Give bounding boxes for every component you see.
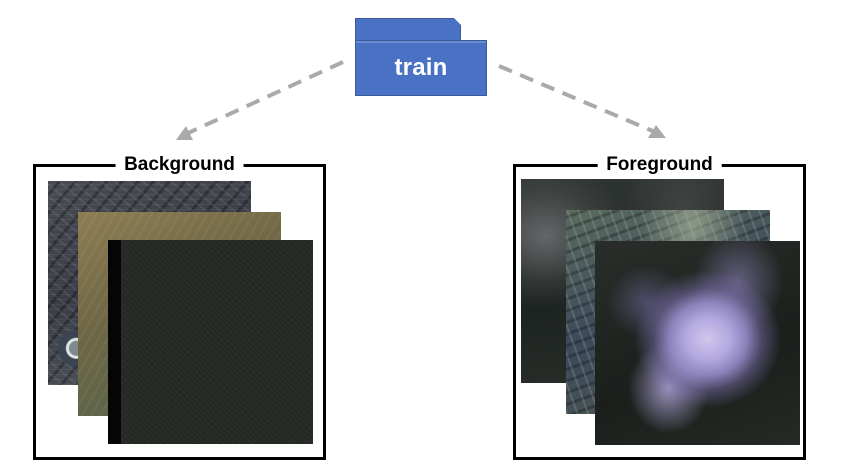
background-title: Background xyxy=(115,153,244,177)
train-folder[interactable]: train xyxy=(355,18,487,96)
arrowhead-background xyxy=(176,126,193,140)
foreground-group: Foreground xyxy=(513,153,806,460)
arrow-to-background xyxy=(185,60,344,136)
foreground-image-3 xyxy=(595,241,800,445)
arrow-to-foreground xyxy=(498,64,656,134)
folder-label: train xyxy=(394,54,448,81)
folder-icon: train xyxy=(355,40,487,96)
background-group: Background xyxy=(33,153,326,460)
foreground-title: Foreground xyxy=(597,153,722,177)
folder-tab xyxy=(355,18,461,42)
background-image-3 xyxy=(108,240,313,444)
arrowhead-foreground xyxy=(648,125,666,138)
